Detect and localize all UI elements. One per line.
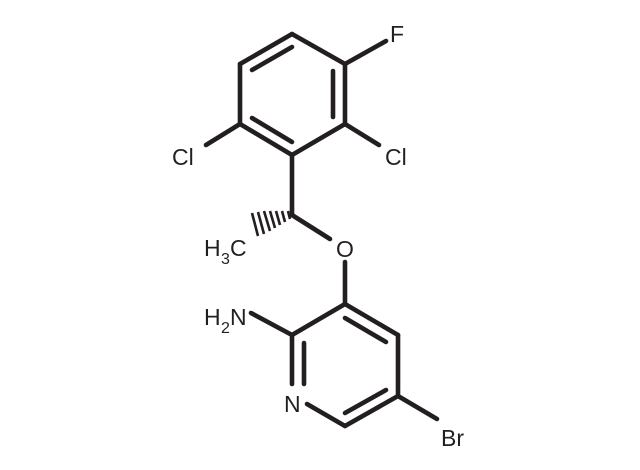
bond-c-br [395,393,440,422]
pyridine-ring [289,301,401,429]
atom-amine-subscript: 2 [221,320,230,337]
bond-pyridine-c3-c4 [342,301,401,338]
bond-pyridine-c6-n [304,401,348,429]
bond-phenyl-c4-c5 [289,121,348,158]
phenyl-ring [237,31,348,158]
bond-phenyl-c2-c3 [289,31,348,67]
atom-chlorine-right: Cl [385,144,407,170]
bond-c-amino [248,310,295,338]
hash-line [286,210,292,220]
atom-oxygen: O [336,236,354,262]
atom-methyl-h: H [204,235,221,261]
bond-c-cl-left [203,121,243,148]
bond-pyridine-inner-2 [342,387,389,416]
hashed-wedge-bond [250,210,292,237]
atom-amine-h: H [204,304,221,330]
hash-line [268,210,277,229]
atom-amine-n: N [230,304,247,330]
atom-chlorine-left: Cl [172,144,194,170]
atom-methyl-subscript: 3 [221,251,230,268]
bond-c-cl-right [342,121,382,148]
atom-fluorine: F [390,21,404,47]
bond-phenyl-inner-3 [249,115,295,145]
bond-chiral-oxygen [289,212,333,242]
bond-phenyl-c5-c6 [237,121,295,158]
bond-pyridine-c2-c3 [289,301,348,338]
hash-line [274,210,282,226]
bond-phenyl-c1-c2 [237,31,295,67]
bond-c-f [342,38,389,67]
hash-line [262,210,272,232]
hash-line [256,211,266,235]
bond-phenyl-inner-1 [249,44,295,73]
hash-line [250,212,260,237]
bond-pyridine-c5-c6 [342,393,401,429]
hash-line [280,210,287,223]
bond-pyridine-inner-1 [342,315,389,345]
atom-pyridine-nitrogen: N [284,391,301,417]
atom-bromine: Br [441,425,464,451]
atom-methyl-c: C [230,235,247,261]
